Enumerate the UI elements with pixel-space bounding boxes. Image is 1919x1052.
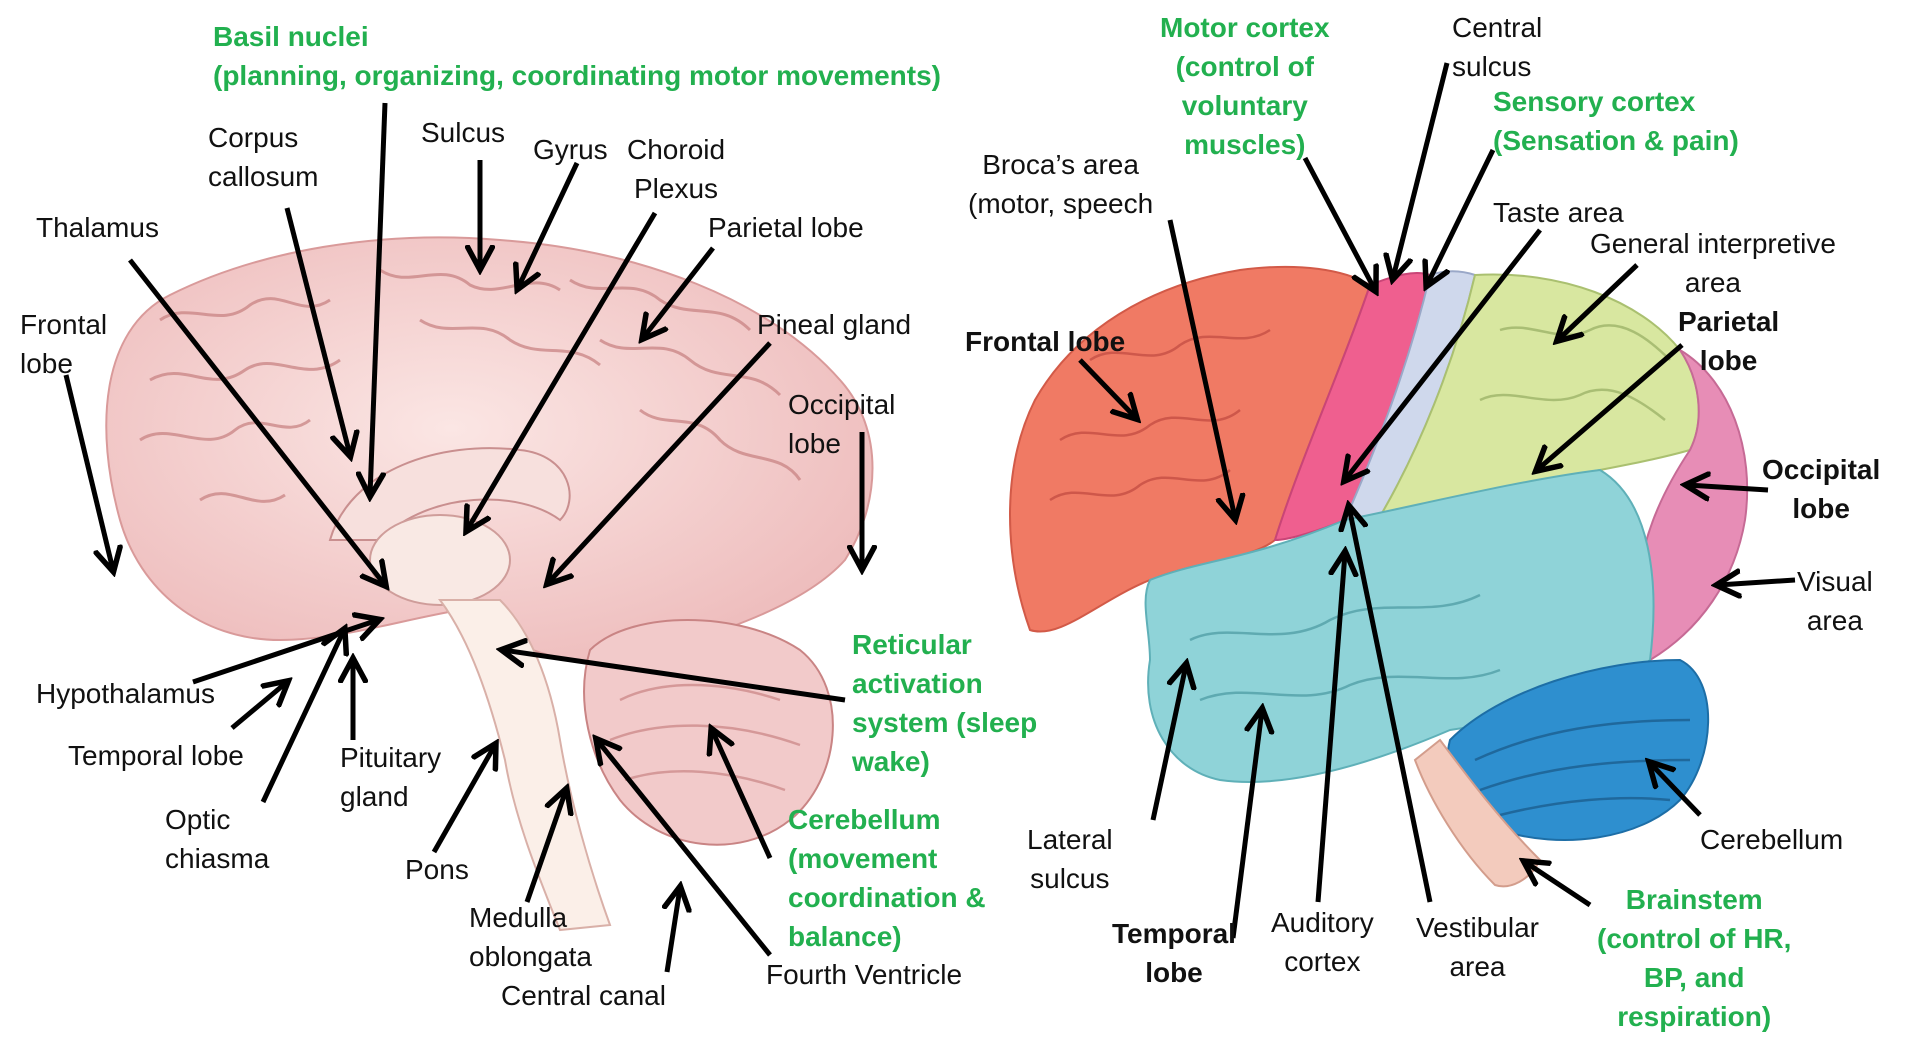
label-gyrus: Gyrus	[533, 130, 608, 169]
arrow-visual-area	[1718, 580, 1795, 585]
label-reticular-activation: Reticular activation system (sleep wake)	[852, 625, 1037, 781]
label-frontal-lobe-left: Frontal lobe	[20, 305, 107, 383]
label-thalamus: Thalamus	[36, 208, 159, 247]
arrow-central-canal	[667, 888, 680, 972]
label-parietal-lobe-right: Parietal lobe	[1678, 302, 1779, 380]
label-frontal-lobe-right: Frontal lobe	[965, 322, 1125, 361]
label-brainstem: Brainstem (control of HR, BP, and respir…	[1597, 880, 1791, 1036]
label-choroid-plexus: Choroid Plexus	[627, 130, 725, 208]
arrow-brainstem	[1525, 862, 1590, 905]
label-central-canal: Central canal	[501, 976, 666, 1015]
label-optic-chiasma: Optic chiasma	[165, 800, 269, 878]
arrow-central-sulcus	[1393, 63, 1447, 278]
label-cerebellum-left: Cerebellum (movement coordination & bala…	[788, 800, 986, 956]
label-sulcus: Sulcus	[421, 113, 505, 152]
label-pons: Pons	[405, 850, 469, 889]
label-temporal-lobe-right: Temporal lobe	[1112, 914, 1236, 992]
label-temporal-lobe-left: Temporal lobe	[68, 736, 244, 775]
thalamus-shape	[370, 515, 510, 605]
arrow-sensory-cortex	[1427, 150, 1493, 285]
arrow-pons	[434, 745, 495, 852]
label-brocas-area: Broca’s area (motor, speech	[968, 145, 1153, 223]
label-central-sulcus: Central sulcus	[1452, 8, 1542, 86]
arrow-frontal-lobe	[66, 375, 113, 570]
label-medulla-oblongata: Medulla oblongata	[469, 898, 592, 976]
label-auditory-cortex: Auditory cortex	[1271, 903, 1374, 981]
label-lateral-sulcus: Lateral sulcus	[1027, 820, 1113, 898]
label-motor-cortex: Motor cortex (control of voluntary muscl…	[1160, 8, 1330, 164]
label-occipital-lobe-right: Occipital lobe	[1762, 450, 1880, 528]
label-hypothalamus: Hypothalamus	[36, 674, 215, 713]
label-sensory-cortex: Sensory cortex (Sensation & pain)	[1493, 82, 1739, 160]
arrow-temporal-lobe	[232, 682, 287, 728]
label-fourth-ventricle: Fourth Ventricle	[766, 955, 962, 994]
label-pituitary-gland: Pituitary gland	[340, 738, 441, 816]
label-basil-nuclei: Basil nuclei (planning, organizing, coor…	[213, 17, 941, 95]
label-cerebellum-right: Cerebellum	[1700, 820, 1843, 859]
label-occipital-lobe-left: Occipital lobe	[788, 385, 895, 463]
label-general-interpretive: General interpretive area	[1590, 224, 1836, 302]
label-pineal-gland: Pineal gland	[757, 305, 911, 344]
label-parietal-lobe-left: Parietal lobe	[708, 208, 864, 247]
label-vestibular-area: Vestibular area	[1416, 908, 1539, 986]
label-corpus-callosum: Corpus callosum	[208, 118, 318, 196]
label-visual-area: Visual area	[1797, 562, 1873, 640]
